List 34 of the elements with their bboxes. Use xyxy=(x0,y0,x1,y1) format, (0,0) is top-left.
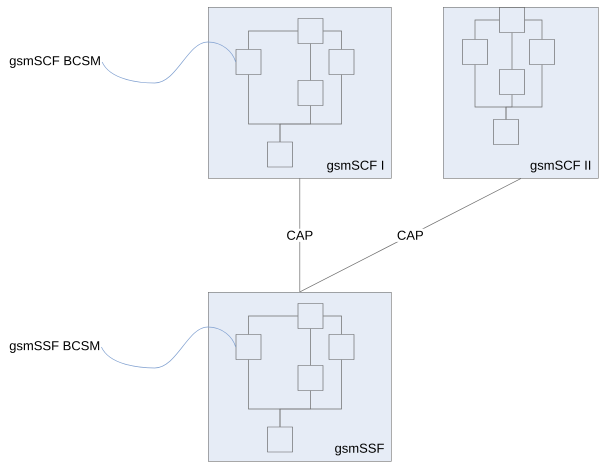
state-box xyxy=(298,303,324,329)
connector-line xyxy=(322,30,342,50)
connector-line xyxy=(506,64,542,120)
state-box xyxy=(493,119,519,145)
connector-line xyxy=(310,328,311,366)
state-box xyxy=(267,142,293,168)
connector-line xyxy=(280,359,342,428)
state-box xyxy=(462,39,488,65)
state-box xyxy=(236,49,262,75)
connector-line xyxy=(474,20,500,40)
leader-line xyxy=(102,42,236,84)
connector-line xyxy=(310,43,311,81)
model-label: gsmSCF BCSM xyxy=(10,56,100,68)
state-box xyxy=(328,49,354,75)
state-box xyxy=(298,80,324,106)
connector-line xyxy=(248,30,298,50)
edge-label: CAP xyxy=(394,228,426,242)
edge-label: CAP xyxy=(284,228,316,242)
connector-line xyxy=(322,316,342,335)
connector-line xyxy=(280,74,342,142)
state-box xyxy=(328,334,354,360)
state-box xyxy=(298,18,324,44)
connector-line xyxy=(299,178,522,292)
state-box xyxy=(499,7,525,33)
connector-line xyxy=(524,20,542,40)
connector-line xyxy=(299,178,300,292)
state-box xyxy=(236,334,262,360)
model-label: gsmSSF BCSM xyxy=(10,341,100,353)
state-box xyxy=(298,365,324,391)
state-box xyxy=(499,69,525,95)
state-box xyxy=(267,426,293,452)
connector-line xyxy=(248,316,298,335)
leader-line xyxy=(101,326,236,368)
state-box xyxy=(529,39,555,65)
